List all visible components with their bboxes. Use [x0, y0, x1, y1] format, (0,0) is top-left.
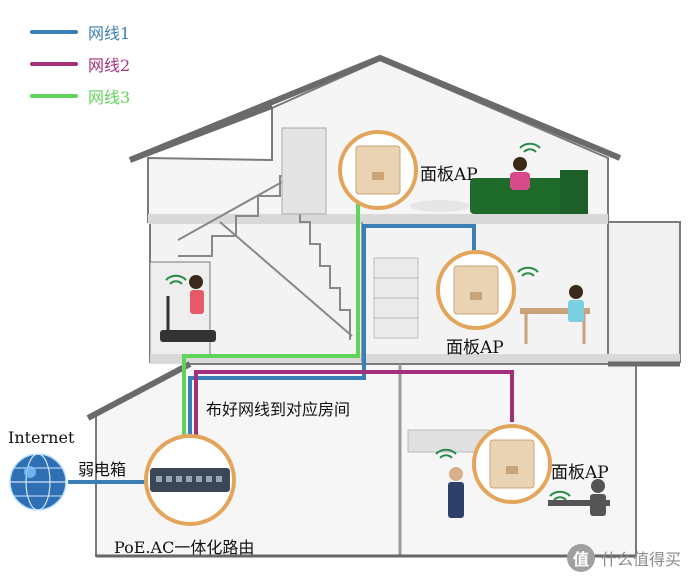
label-router: PoE.AC一体化路由: [114, 538, 255, 557]
stair-rail: [177, 171, 301, 241]
legend-item-cable-2: 网线2: [30, 54, 131, 75]
person-desk-body: [568, 300, 584, 322]
cable-1-middle-ap: [188, 224, 476, 444]
sofa: [470, 178, 588, 214]
wifi-icon: [549, 490, 571, 501]
label-weak-box: 弱电箱: [78, 460, 127, 479]
floor-slab-upper: [148, 214, 608, 224]
stair-rail-lower: [219, 221, 353, 337]
legend-label: 网线1: [88, 24, 131, 43]
cables: [68, 204, 514, 484]
waiter-head: [449, 467, 463, 481]
diner-body: [590, 494, 606, 516]
router-icon: [144, 434, 236, 526]
wifi-icon: [165, 274, 187, 285]
person-top-head: [513, 157, 527, 171]
wifi-icon: [435, 448, 457, 459]
right-annex-wall: [607, 221, 681, 363]
label-internet: Internet: [8, 428, 75, 447]
sofa-back: [560, 170, 588, 214]
decorations: [160, 127, 610, 518]
left-roof: [128, 103, 274, 163]
ap-panel-icon: [489, 439, 535, 489]
runner-head: [189, 275, 203, 289]
wifi-icon: [517, 266, 539, 277]
legend-item-cable-3: 网线3: [30, 86, 131, 107]
staircase: [178, 175, 351, 340]
label-ap-top: 面板AP: [420, 165, 478, 185]
person-desk-head: [569, 285, 583, 299]
watermark-text: 什么值得买: [600, 550, 681, 569]
globe-icon: [9, 453, 67, 511]
desk: [520, 308, 590, 314]
cable-3-top-ap: [182, 204, 360, 444]
legend-label: 网线3: [88, 88, 131, 107]
watermark: 值 什么值得买: [566, 544, 681, 572]
legend-label: 网线2: [88, 56, 131, 75]
treadmill: [160, 330, 216, 342]
rug: [410, 200, 470, 212]
ground-roof: [86, 361, 192, 421]
legend-swatch: [30, 62, 78, 66]
label-ap-middle: 面板AP: [446, 338, 504, 358]
wardrobe: [281, 127, 327, 215]
person-top-body: [510, 172, 530, 190]
legend-swatch: [30, 94, 78, 98]
wifi-icon: [519, 142, 541, 153]
ap-panel-top: [338, 130, 418, 210]
ap-panel-icon: [453, 265, 499, 315]
label-wiring-note: 布好网线到对应房间: [206, 400, 351, 419]
watermark-badge: 值: [566, 544, 595, 572]
waiter-body: [448, 482, 464, 518]
label-ap-bottom: 面板AP: [551, 463, 609, 483]
floor-slab-lower: [150, 354, 680, 364]
ap-panel-middle: [436, 250, 516, 330]
cable-2-ground-ap: [194, 370, 514, 444]
legend-item-cable-1: 网线1: [30, 22, 131, 43]
ap-panel-icon: [355, 145, 401, 195]
diner-head: [591, 479, 605, 493]
ap-panel-bottom: [472, 424, 552, 504]
legend-swatch: [30, 30, 78, 34]
dining-table: [548, 500, 610, 506]
runner-body: [190, 290, 204, 314]
